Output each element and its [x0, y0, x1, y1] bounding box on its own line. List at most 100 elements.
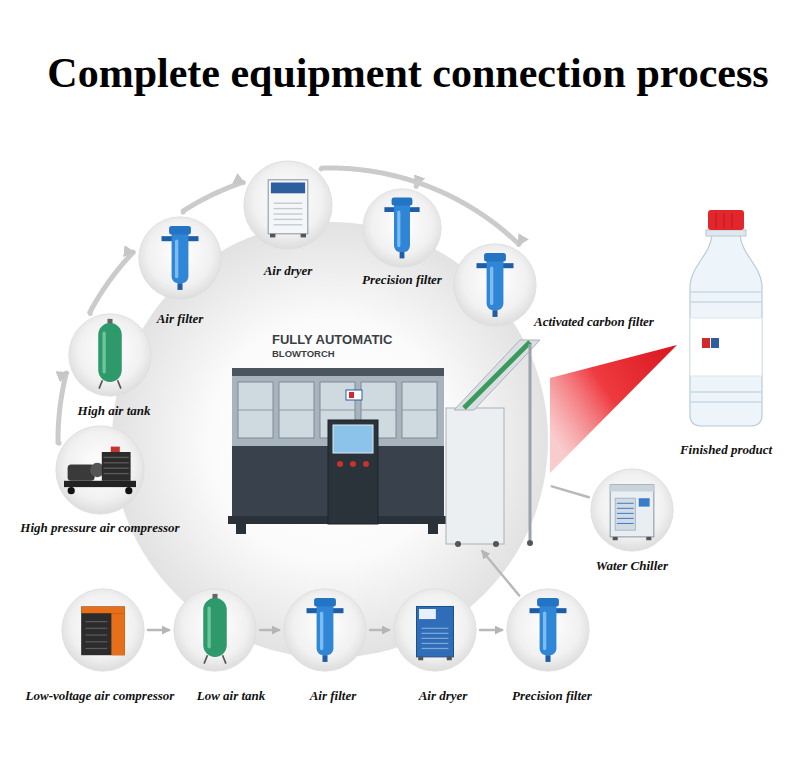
machine-node: FULLY AUTOMATICBLOWTORCH	[228, 328, 548, 548]
machine-top-frame	[232, 368, 444, 376]
flow-arrow	[148, 629, 169, 632]
node-shape	[243, 160, 333, 250]
filter-shine	[175, 240, 178, 279]
control-button	[363, 461, 369, 467]
filter-drain	[400, 252, 405, 258]
output-beam	[550, 345, 677, 473]
machine-window-bar	[361, 410, 396, 411]
machine-window-bar	[402, 410, 437, 411]
node-circle	[244, 161, 332, 249]
conveyor-belt	[464, 342, 530, 408]
screw-icon	[81, 606, 125, 655]
compressor-panel	[111, 613, 124, 655]
filter-head	[537, 598, 559, 606]
compressor-valve	[111, 447, 120, 452]
filter-drain	[177, 283, 182, 290]
equipment-label: Air dryer	[264, 263, 313, 278]
tank-leg	[99, 380, 102, 388]
flow-arrow	[482, 551, 519, 595]
control-button	[337, 461, 343, 467]
node-circle	[363, 189, 441, 267]
filter-body	[172, 228, 189, 283]
compressor-motor	[68, 465, 95, 481]
node-shape	[453, 243, 537, 327]
compressor-wheel	[68, 487, 75, 494]
equipment-circle: Precision filter	[362, 188, 442, 268]
tank-leg	[118, 380, 121, 388]
bottle-label	[690, 318, 762, 376]
chiller-slat	[617, 508, 634, 509]
node-shape	[173, 588, 257, 672]
compressor-grille	[85, 648, 107, 649]
bottle-body	[690, 235, 762, 426]
tank-body	[98, 323, 122, 382]
machine-foot	[428, 524, 438, 534]
equipment-circle: Air dryer	[243, 160, 333, 250]
compressor-grille	[85, 641, 107, 642]
filter-shine	[543, 612, 546, 651]
flow-arrow	[370, 629, 389, 632]
equipment-circle: Air filter	[283, 588, 367, 672]
tank-icon	[203, 594, 227, 664]
chiller-foot	[646, 537, 651, 540]
chiller-top	[610, 485, 654, 492]
equipment-label: Low-voltage air compressor	[26, 688, 175, 703]
node-shape	[138, 216, 222, 300]
bottle-ridge	[691, 391, 761, 393]
machine-window	[402, 382, 437, 438]
flow-arrow	[480, 629, 502, 632]
filter-icon	[477, 253, 514, 317]
dryer-vent	[274, 213, 303, 214]
filter-shine	[397, 210, 400, 247]
flow-arrow	[552, 486, 589, 497]
filter-head	[314, 598, 336, 606]
compressor-fin	[104, 473, 129, 474]
equipment-circle: High pressure air compressor	[55, 425, 145, 515]
node-shape	[393, 588, 477, 672]
chiller-foot	[613, 537, 618, 540]
cap-ridge	[716, 213, 717, 228]
compressor-grille	[85, 634, 107, 635]
control-pedestal	[328, 420, 378, 524]
tank-shine	[102, 331, 105, 373]
equipment-label: Finished product	[680, 442, 772, 457]
compressor-fin	[104, 468, 129, 469]
machine-window	[279, 382, 314, 438]
node-circle	[454, 244, 536, 326]
machine-window	[238, 382, 273, 438]
bottle-cap	[708, 210, 744, 230]
bottle-ridge	[691, 291, 761, 293]
compressor-grille	[85, 621, 107, 622]
product-node: Finished product	[680, 210, 772, 428]
equipment-label: Air filter	[310, 688, 357, 703]
equipment-label: Water Chiller	[596, 558, 668, 573]
equipment-label: High air tank	[78, 403, 151, 418]
machine-window-bar	[279, 410, 314, 411]
bottle-logo	[711, 338, 719, 348]
compressor-fin	[104, 457, 129, 458]
machine-window-bar	[238, 410, 273, 411]
filter-icon	[530, 598, 567, 662]
compressor-wheel	[125, 487, 132, 494]
dryer-vent	[422, 643, 449, 644]
bottle-ridge	[691, 401, 761, 403]
diagram-title: Complete equipment connection process	[16, 48, 800, 98]
node-circle	[62, 589, 144, 671]
machine-logo-mark	[349, 392, 354, 398]
equipment-circle: Water Chiller	[590, 468, 674, 552]
dryerBlue-icon	[417, 606, 454, 660]
tank-leg	[223, 655, 226, 663]
equipment-label: Low air tank	[197, 688, 266, 703]
compressor-frame	[64, 481, 136, 487]
dryer-vent	[422, 628, 449, 629]
node-shape	[55, 425, 145, 515]
node-circle	[56, 426, 144, 514]
node-shape	[68, 313, 152, 397]
dryer-vent	[274, 208, 303, 209]
node-circle	[591, 469, 673, 551]
dryer-foot	[301, 234, 306, 238]
dryer-foot	[418, 657, 423, 660]
filter-drain	[545, 655, 550, 662]
filter-head	[392, 198, 413, 206]
chiller-body	[610, 485, 654, 537]
